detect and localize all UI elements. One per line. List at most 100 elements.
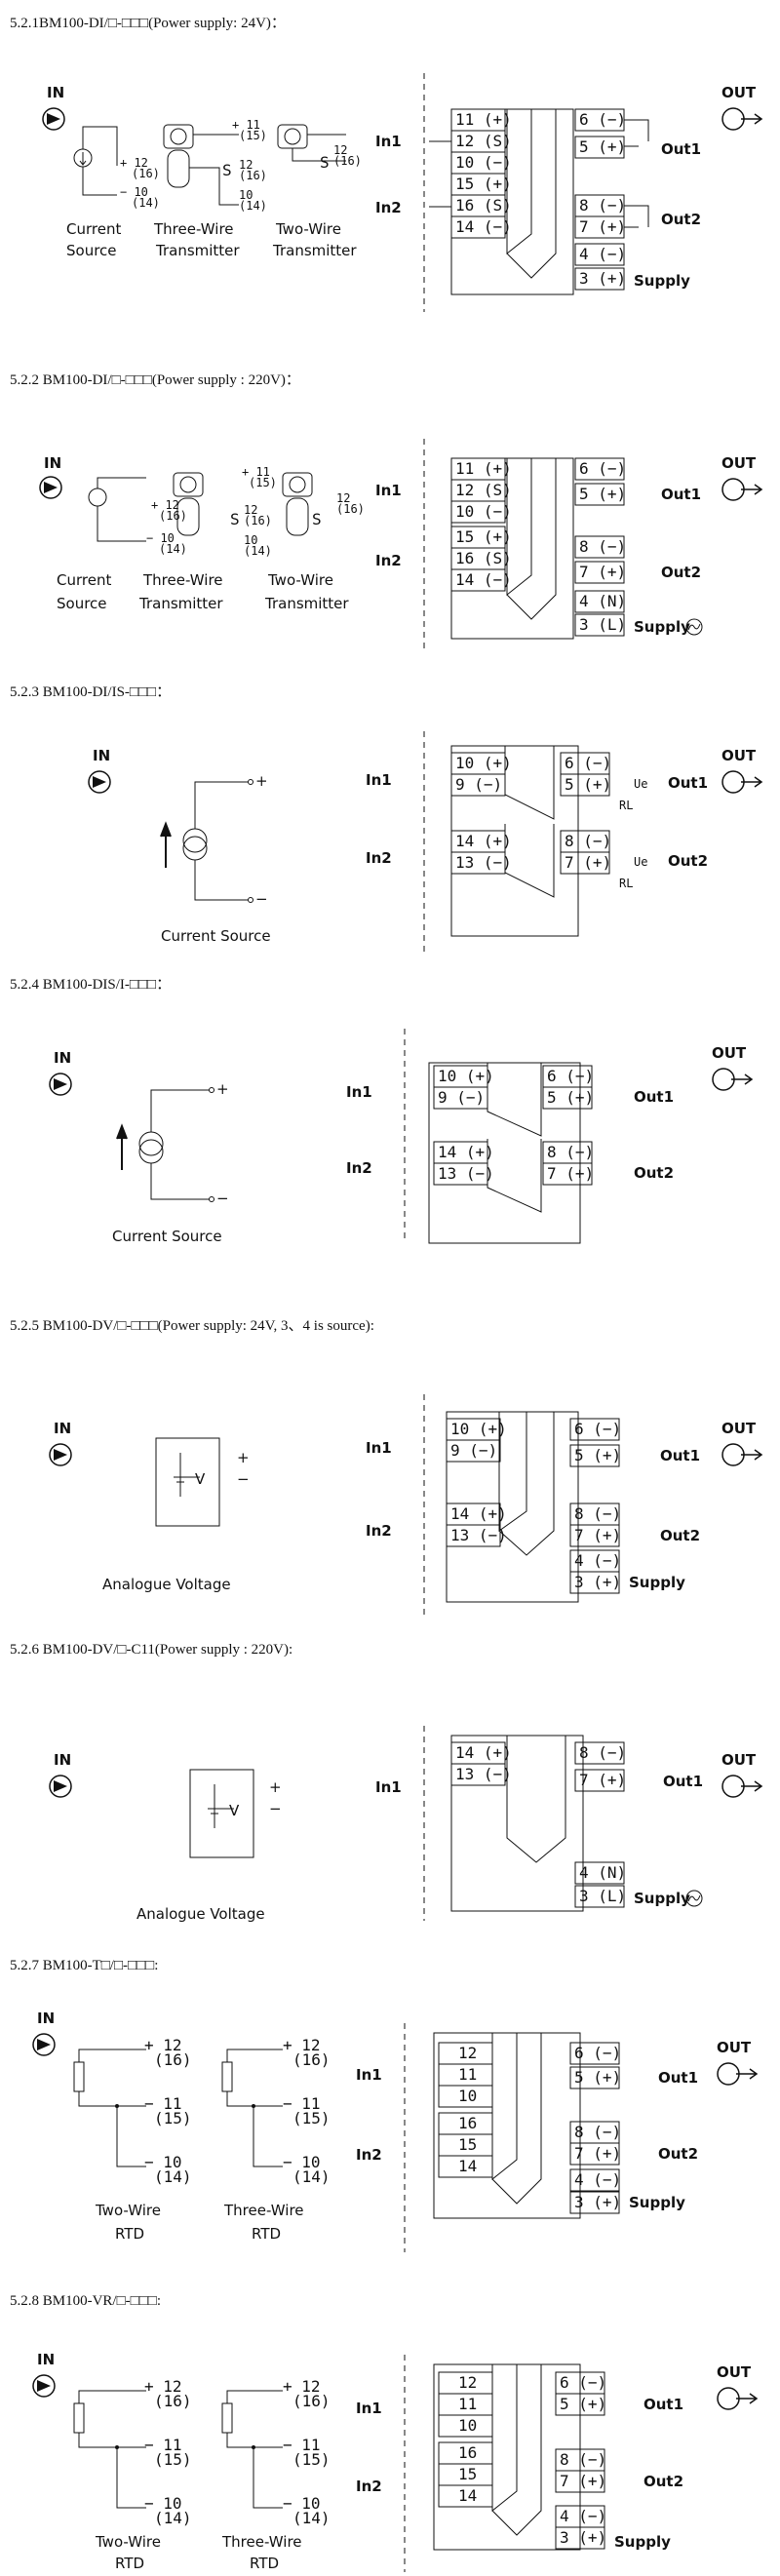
svg-text:14 (+): 14 (+) — [450, 1504, 507, 1523]
svg-text:14 (−): 14 (−) — [455, 217, 512, 236]
svg-text:Out1: Out1 — [658, 2069, 698, 2087]
svg-text:Two-Wire: Two-Wire — [267, 571, 333, 589]
svg-text:−: − — [255, 890, 268, 908]
svg-text:In2: In2 — [375, 552, 402, 569]
svg-text:10: 10 — [458, 2416, 477, 2435]
svg-text:14 (+): 14 (+) — [438, 1143, 494, 1161]
svg-text:7 (+): 7 (+) — [579, 217, 626, 236]
out-arrow-icon — [717, 2062, 759, 2086]
svg-text:10 (+): 10 (+) — [438, 1067, 494, 1085]
svg-text:Two-Wire: Two-Wire — [275, 220, 341, 238]
transmitter-icon — [173, 472, 204, 536]
svg-text:10: 10 — [239, 188, 253, 202]
transmitter-icon — [163, 124, 194, 188]
svg-text:Supply: Supply — [634, 272, 690, 290]
svg-text:OUT: OUT — [722, 84, 757, 101]
svg-text:7 (+): 7 (+) — [547, 1164, 594, 1183]
svg-text:9 (−): 9 (−) — [450, 1441, 497, 1460]
svg-text:7 (+): 7 (+) — [565, 853, 611, 872]
svg-text:10 (−): 10 (−) — [455, 502, 512, 521]
svg-text:+: + — [269, 1778, 282, 1796]
section-heading: 5.2.7 BM100-T□/□-□□□: — [10, 1958, 159, 1973]
svg-text:(15): (15) — [154, 2109, 192, 2127]
svg-text:Supply: Supply — [629, 2194, 685, 2211]
svg-text:OUT: OUT — [712, 1044, 747, 1062]
svg-text:6 (−): 6 (−) — [574, 2044, 621, 2062]
rtd-icon — [221, 2061, 233, 2092]
svg-text:+: + — [237, 1449, 250, 1466]
svg-text:Out1: Out1 — [644, 2396, 683, 2413]
svg-text:15: 15 — [458, 2465, 477, 2483]
wiring-diagram: IN V + − Analogue Voltage In1 14 (+) 13 … — [49, 1726, 763, 1923]
svg-text:OUT: OUT — [722, 454, 757, 472]
svg-text:S: S — [222, 161, 232, 179]
section-5-2-5: 5.2.5 BM100-DV/□-□□□(Power supply: 24V, … — [0, 1268, 780, 1628]
svg-text:Supply: Supply — [629, 1574, 685, 1591]
section-5-2-8: 5.2.8 BM100-VR/□-□□□: IN + 12 (16) − 11 … — [0, 2262, 780, 2576]
terminal-block: 11 (+) 12 (S) 10 (−) 15 (+) 16 (S) 14 (−… — [450, 108, 626, 291]
in-arrow-icon — [49, 1443, 72, 1466]
in-arrow-icon — [32, 2374, 56, 2398]
svg-text:− 11: − 11 — [144, 2094, 182, 2113]
svg-text:3 (L): 3 (L) — [579, 1887, 626, 1905]
svg-text:− 10: − 10 — [120, 185, 148, 199]
svg-text:5 (+): 5 (+) — [574, 1446, 621, 1464]
section-heading: 5.2.3 BM100-DI/IS-□□□： — [10, 684, 172, 700]
svg-text:5 (+): 5 (+) — [547, 1088, 594, 1107]
svg-text:Out2: Out2 — [644, 2473, 683, 2490]
svg-text:6 (−): 6 (−) — [560, 2373, 606, 2392]
rtd-icon — [221, 2402, 233, 2434]
out-arrow-icon — [722, 107, 763, 131]
svg-text:(16): (16) — [154, 2050, 192, 2069]
svg-text:Ue: Ue — [634, 777, 647, 791]
svg-text:16 (S): 16 (S) — [455, 196, 512, 215]
section-heading: 5.2.5 BM100-DV/□-□□□(Power supply: 24V, … — [10, 1318, 374, 1334]
svg-text:7 (+): 7 (+) — [560, 2472, 606, 2490]
svg-text:+ 11: + 11 — [232, 118, 260, 132]
svg-text:5 (+): 5 (+) — [574, 2068, 621, 2087]
svg-text:10: 10 — [244, 533, 257, 547]
svg-text:OUT: OUT — [722, 747, 757, 764]
in-arrow-icon — [39, 476, 62, 499]
svg-text:11 (+): 11 (+) — [455, 110, 512, 129]
svg-text:In1: In1 — [375, 133, 402, 150]
svg-text:−: − — [216, 1190, 229, 1207]
svg-text:9 (−): 9 (−) — [455, 775, 502, 794]
svg-text:Source: Source — [57, 595, 107, 612]
out-arrow-icon — [722, 1443, 763, 1466]
svg-text:Out1: Out1 — [634, 1088, 674, 1106]
current-source-icon — [116, 1123, 164, 1170]
svg-text:Three-Wire: Three-Wire — [142, 571, 223, 589]
svg-text:Transmitter: Transmitter — [272, 242, 357, 259]
svg-text:4 (−): 4 (−) — [560, 2507, 606, 2525]
svg-text:(15): (15) — [292, 2109, 331, 2127]
svg-text:Out2: Out2 — [661, 211, 701, 228]
svg-text:+: + — [255, 772, 268, 790]
ac-supply-icon — [685, 1890, 703, 1907]
svg-text:− 10: − 10 — [144, 2494, 182, 2513]
wiring-diagram: IN + − Current Source In1 In2 10 (+) 9 (… — [49, 1029, 754, 1245]
svg-text:+ 12: + 12 — [283, 2036, 321, 2054]
svg-text:10 (−): 10 (−) — [455, 153, 512, 172]
svg-text:In1: In1 — [346, 1083, 372, 1101]
svg-text:(14): (14) — [244, 544, 272, 558]
svg-text:7 (+): 7 (+) — [574, 2144, 621, 2163]
out-arrow-icon — [712, 1068, 754, 1091]
svg-text:7 (+): 7 (+) — [574, 1526, 621, 1544]
svg-text:8 (−): 8 (−) — [574, 1504, 621, 1523]
svg-text:16 (S): 16 (S) — [455, 549, 512, 567]
svg-text:(16): (16) — [244, 514, 272, 527]
svg-text:IN: IN — [54, 1420, 71, 1437]
svg-text:12: 12 — [333, 143, 347, 157]
svg-text:IN: IN — [93, 747, 110, 764]
svg-text:Out2: Out2 — [668, 852, 708, 870]
svg-text:6 (−): 6 (−) — [565, 754, 611, 772]
current-source-icon — [73, 148, 93, 168]
svg-text:Ue: Ue — [634, 855, 647, 869]
svg-text:+ 12: + 12 — [144, 2377, 182, 2396]
svg-text:+ 12: + 12 — [151, 498, 179, 512]
svg-text:+ 12: + 12 — [144, 2036, 182, 2054]
svg-text:(16): (16) — [292, 2392, 331, 2410]
svg-text:+: + — [216, 1080, 229, 1098]
svg-text:(16): (16) — [154, 2392, 192, 2410]
